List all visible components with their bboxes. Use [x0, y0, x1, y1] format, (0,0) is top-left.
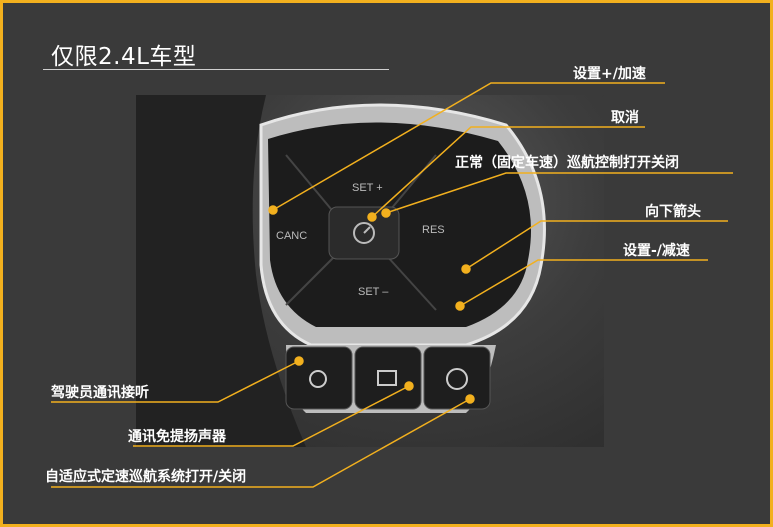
- adaptive-cruise-button[interactable]: [423, 346, 491, 410]
- speaker-icon: [377, 370, 397, 386]
- cruise-control-panel: [268, 122, 532, 327]
- callout-set-minus: 设置-/减速: [623, 243, 690, 259]
- callout-handsfree: 通讯免提扬声器: [128, 429, 226, 445]
- set-minus-label: SET –: [358, 286, 389, 298]
- callout-adaptive-cruise: 自适应式定速巡航系统打开/关闭: [45, 469, 247, 485]
- voice-icon: [309, 370, 327, 388]
- adaptive-cruise-icon: [446, 368, 468, 390]
- canc-label: CANC: [276, 230, 307, 242]
- page-title: 仅限2.4L车型: [51, 44, 197, 70]
- callout-cancel: 取消: [611, 110, 639, 126]
- speedometer-icon: [353, 222, 375, 244]
- title-divider: [43, 69, 389, 70]
- res-label: RES: [422, 224, 445, 236]
- callout-set-plus: 设置+/加速: [573, 66, 646, 82]
- set-plus-label: SET +: [352, 182, 383, 194]
- callout-cruise-toggle: 正常（固定车速）巡航控制打开关闭: [455, 155, 679, 171]
- infographic-frame: 仅限2.4L车型: [3, 3, 770, 524]
- callout-lines: [51, 82, 733, 488]
- callout-down-arrow: 向下箭头: [645, 204, 701, 220]
- callout-voice: 驾驶员通讯接听: [51, 385, 149, 401]
- handsfree-button[interactable]: [354, 346, 422, 410]
- wheel-rim: [136, 95, 306, 447]
